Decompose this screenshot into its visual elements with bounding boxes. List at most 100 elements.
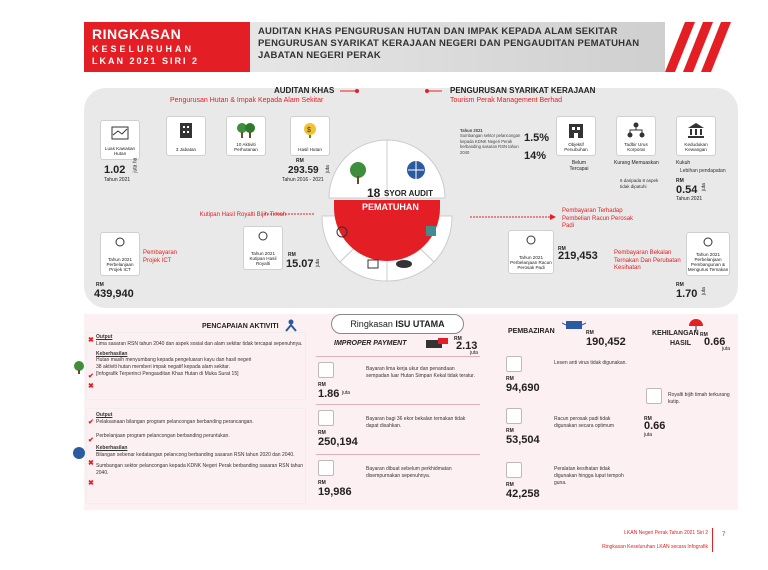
cow-icon bbox=[396, 260, 412, 268]
header-main-line-1: AUDITAN KHAS PENGURUSAN HUTAN DAN IMPAK … bbox=[258, 26, 618, 37]
header-title: RINGKASAN bbox=[92, 26, 182, 42]
pembaziran-r1-value: 94,690 bbox=[506, 382, 540, 394]
tadbir-urus-note: 6 daripada 8 aspek tidak dipatuhi bbox=[620, 178, 659, 189]
ict-value: 439,940 bbox=[94, 288, 134, 300]
check-icon: ✔ bbox=[88, 437, 94, 444]
people-icon bbox=[285, 319, 297, 332]
header-subtitle-1: KESELURUHAN bbox=[92, 44, 195, 54]
improper-r2-rm: RM bbox=[318, 430, 326, 436]
kehilangan-r1-value: 0.66 bbox=[644, 420, 666, 432]
forest-map-icon bbox=[318, 362, 334, 378]
kewangan-rm: RM bbox=[676, 178, 684, 184]
footer-line-1: LKAN Negeri Perak Tahun 2021 Siri 2 bbox=[624, 530, 708, 536]
flying-money-icon bbox=[562, 321, 586, 329]
header-main-line-3: JABATAN NEGERI PERAK bbox=[258, 49, 381, 61]
money-bag-icon bbox=[115, 237, 125, 247]
kehilangan-r1-rm: RM bbox=[644, 416, 652, 422]
luas-hutan-value: 1.02 bbox=[104, 164, 126, 176]
kehilangan-total-rm: RM bbox=[700, 332, 708, 338]
pembaziran-r3-value: 42,258 bbox=[506, 488, 540, 500]
pembaziran-total-value: 190,452 bbox=[586, 336, 626, 348]
money-bag-icon bbox=[703, 237, 713, 247]
auditan-khas-subheading: Pengurusan Hutan & Impak Kepada Alam Sek… bbox=[170, 97, 324, 104]
royalti-value: 15.07 bbox=[286, 258, 314, 270]
building-icon bbox=[180, 123, 192, 138]
divider bbox=[316, 454, 480, 455]
page-number: 7 bbox=[722, 532, 726, 538]
ternakan-rm: RM bbox=[676, 282, 684, 288]
auditan-khas-arrow bbox=[340, 89, 359, 93]
improper-total-value: 2.13 bbox=[456, 340, 478, 352]
divider bbox=[316, 404, 480, 405]
kewangan-value: 0.54 bbox=[676, 184, 698, 196]
tree-icon bbox=[350, 162, 366, 178]
pembaziran-r3-rm: RM bbox=[506, 482, 514, 488]
svg-text:$: $ bbox=[307, 127, 311, 134]
pembaziran-r1-rm: RM bbox=[506, 376, 514, 382]
aktiviti-list-1: Output Lima sasaran RSN tahun 2040 dan a… bbox=[96, 334, 303, 377]
money-bag-icon bbox=[258, 231, 268, 241]
improper-total-rm: RM bbox=[454, 336, 462, 342]
box-kedudukan-kewangan: Kedudukan Kewangan bbox=[676, 116, 716, 156]
umbrella-icon bbox=[689, 319, 703, 331]
pematuhan-band bbox=[334, 200, 440, 261]
kewangan-unit: juta bbox=[700, 183, 707, 192]
pembaziran-r2-rm: RM bbox=[506, 428, 514, 434]
kehilangan-total-value: 0.66 bbox=[704, 336, 726, 348]
kehilangan-r1-unit: juta bbox=[644, 432, 653, 438]
footer-line-2: Ringkasan Keseluruhan LKAN secara Infogr… bbox=[602, 544, 708, 550]
box-aktiviti-perhutanan: 10 Aktiviti Perhutanan bbox=[226, 116, 266, 156]
kdnk-pct-2: 14% bbox=[524, 150, 547, 162]
improper-r3-value: 19,986 bbox=[318, 486, 352, 498]
money-bag-icon bbox=[526, 235, 536, 245]
check-icon: ✔ bbox=[88, 419, 94, 426]
trees-icon bbox=[237, 123, 255, 138]
kewangan-year: Tahun 2021 bbox=[676, 196, 703, 202]
racun-arrow bbox=[470, 214, 556, 220]
objektif-status: Belum Tercapai bbox=[569, 160, 589, 173]
pembaziran-r2-value: 53,504 bbox=[506, 434, 540, 446]
divider bbox=[316, 356, 480, 357]
improper-r1-rm: RM bbox=[318, 382, 326, 388]
box-projek-ict: Tahun 2021 Perbelanjaan Projek ICT bbox=[100, 232, 140, 276]
header-stripes-decoration bbox=[665, 22, 731, 72]
cross-icon: ✖ bbox=[88, 480, 94, 487]
pembaziran-r1-text: Lesen anti virus tidak digunakan. bbox=[554, 360, 627, 366]
office-building-icon bbox=[569, 124, 583, 138]
box-tadbir-urus: Tadbir Urus Korporat bbox=[616, 116, 656, 156]
header-gray-block bbox=[250, 22, 665, 72]
aktiviti-heading: PENCAPAIAN AKTIVITI bbox=[202, 323, 279, 330]
luas-hutan-year: Tahun 2021 bbox=[104, 177, 131, 183]
improper-r3-rm: RM bbox=[318, 480, 326, 486]
improper-r2-value: 250,194 bbox=[318, 436, 358, 448]
box-ternakan: Tahun 2021 Perbelanjaan Pembangunan & Me… bbox=[686, 232, 730, 276]
kewangan-status: Kukuh bbox=[676, 160, 691, 166]
cross-icon: ✖ bbox=[88, 460, 94, 467]
mining-icon bbox=[336, 226, 348, 238]
kewangan-note: Lebihan pendapatan bbox=[680, 168, 726, 174]
box-objektif-penubuhan: Objektif Penubuhan bbox=[556, 116, 596, 156]
royalti-unit: juta bbox=[314, 259, 321, 268]
money-bag-icon bbox=[646, 388, 662, 404]
tree-icon bbox=[74, 361, 84, 374]
money-plant-icon: $ bbox=[304, 123, 316, 138]
improper-heading: IMPROPER PAYMENT bbox=[334, 340, 407, 347]
luas-hutan-unit: juta ha bbox=[132, 157, 139, 173]
royalti-rm: RM bbox=[288, 252, 296, 258]
ternakan-value: 1.70 bbox=[676, 288, 698, 300]
pesticide-icon bbox=[506, 408, 522, 424]
royalti-label: Kutipan Hasil Royalti Bijih Timah bbox=[199, 212, 286, 218]
hasil-hutan-year: Tahun 2016 - 2021 bbox=[282, 177, 324, 183]
hierarchy-icon bbox=[627, 122, 645, 138]
cash-hand-icon bbox=[426, 338, 448, 348]
racun-rm: RM bbox=[558, 246, 566, 252]
box-racun-perosak: Tahun 2021 Perbelanjaan Racun Perosak Pa… bbox=[508, 230, 554, 274]
pematuhan-label: PEMATUHAN bbox=[362, 202, 419, 212]
ternakan-label: Pembayaran Bekalan Ternakan Dan Perubata… bbox=[614, 250, 681, 271]
kdnk-note: Tahun 2021 Sumbangan sektor pelancongan … bbox=[460, 128, 521, 155]
improper-r1-unit: juta bbox=[342, 390, 351, 396]
tadbir-urus-status: Kurang Memuaskan bbox=[614, 160, 659, 166]
tourism-globe-icon bbox=[73, 447, 85, 459]
ict-label: Pembayaran Projek ICT bbox=[143, 250, 178, 264]
tree-trunk-icon bbox=[357, 176, 359, 184]
